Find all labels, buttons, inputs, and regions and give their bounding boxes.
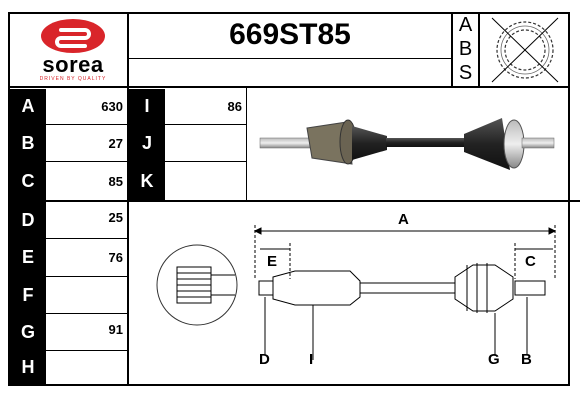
- spec-value-h: [46, 351, 123, 384]
- spec-value-b: 27: [108, 135, 123, 151]
- spec-value-d: 25: [108, 209, 123, 225]
- row-line-2: [8, 161, 246, 162]
- dim-label-g: G: [488, 351, 500, 368]
- brand-tagline: DRIVEN BY QUALITY: [39, 76, 107, 82]
- spec-label-f: F: [10, 277, 46, 313]
- row-line-4: [8, 238, 128, 239]
- header-divider: [8, 86, 570, 88]
- sheet-frame: [8, 12, 570, 386]
- abs-divider-right: [478, 12, 480, 88]
- spec-label-h: H: [10, 351, 46, 384]
- dimension-diagram: A E C D I G B: [155, 205, 570, 385]
- dim-label-a: A: [398, 211, 409, 228]
- row-line-5: [8, 276, 128, 277]
- dim-label-e: E: [267, 253, 278, 270]
- row-line-6: [8, 313, 128, 314]
- spec-label-d: D: [10, 202, 46, 238]
- abs-letter-a: A: [458, 13, 473, 36]
- spec-value-k: [165, 162, 242, 200]
- spec-value-e: 76: [108, 250, 123, 265]
- dim-label-d: D: [259, 351, 270, 368]
- row-line-7: [8, 350, 128, 351]
- spec-label-i: I: [129, 89, 165, 124]
- part-number-title: 669ST85: [229, 18, 351, 51]
- row-line-3: [8, 200, 580, 202]
- drive-shaft-photo: [252, 100, 564, 192]
- spec-label-g: G: [10, 314, 46, 350]
- abs-ring-crossed-icon: [482, 14, 568, 86]
- spec-value-c: 85: [108, 173, 123, 189]
- brand-name: sorea: [42, 52, 104, 77]
- spec-value-a: 630: [101, 99, 123, 114]
- spec-label-j: J: [129, 125, 165, 161]
- row-line-1: [8, 124, 246, 125]
- dim-label-i: I: [309, 351, 314, 368]
- spec-label-a: A: [10, 89, 46, 124]
- spec-value-i: 86: [227, 99, 242, 114]
- dim-label-c: C: [525, 253, 536, 270]
- abs-letter-s: S: [458, 61, 473, 84]
- spec-label-b: B: [10, 125, 46, 161]
- spec-value-f: [46, 277, 123, 313]
- abs-letter-b: B: [458, 37, 473, 60]
- brand-logo: sorea DRIVEN BY QUALITY: [28, 16, 118, 82]
- mid-col-line: [246, 88, 247, 201]
- abs-divider-left: [451, 12, 453, 88]
- spec-value-g: 91: [108, 321, 123, 337]
- dim-label-b: B: [521, 351, 532, 368]
- title-underline: [129, 58, 451, 59]
- logo-divider: [127, 12, 129, 386]
- spec-label-k: K: [129, 162, 165, 200]
- spec-value-j: [165, 125, 242, 161]
- sorea-logo-icon: [41, 19, 105, 53]
- spec-label-e: E: [10, 239, 46, 276]
- spec-label-c: C: [10, 162, 46, 200]
